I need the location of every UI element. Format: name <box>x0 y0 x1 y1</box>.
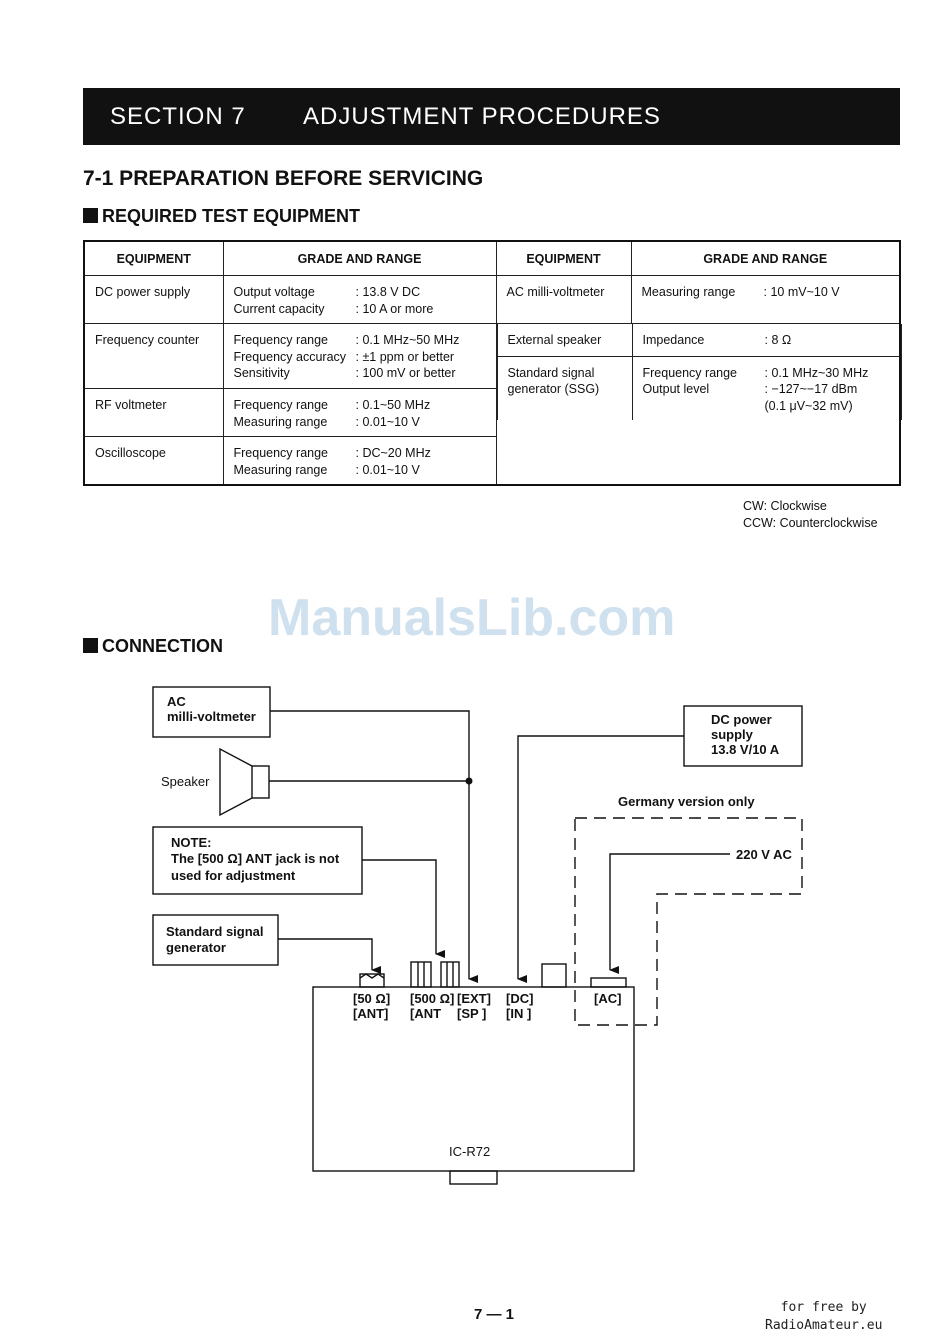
section-header-bar: SECTION 7 ADJUSTMENT PROCEDURES <box>83 88 900 145</box>
legend-ccw: CCW: Counterclockwise <box>743 515 878 530</box>
ac220-label: 220 V AC <box>736 847 792 862</box>
radio-model-label: IC-R72 <box>449 1144 490 1159</box>
radio-foot <box>449 1170 498 1185</box>
jack-ant50-1: [50 Ω] <box>353 991 390 1006</box>
germany-label: Germany version only <box>618 794 755 809</box>
jack-ant500-2: [ANT <box>410 1006 441 1021</box>
equipment-specs: Frequency range: 0.1~50 MHz Measuring ra… <box>233 398 431 429</box>
section-number: SECTION 7 <box>110 103 246 130</box>
ssg-box <box>152 914 279 966</box>
germany-boundary <box>574 817 803 1026</box>
ac-meter-label-2: milli-voltmeter <box>167 709 256 724</box>
equipment-name: External speaker <box>507 333 602 347</box>
dc-supply-label-2: supply <box>711 727 754 742</box>
jack-ant50-2: [ANT] <box>353 1006 388 1021</box>
table-header: GRADE AND RANGE <box>630 240 901 276</box>
subheading-connection: CONNECTION <box>83 636 223 657</box>
jack-extsp-2: [SP ] <box>457 1006 486 1021</box>
credit-text: for free by RadioAmateur.eu <box>765 1300 883 1333</box>
dc-wire <box>517 735 684 983</box>
abbreviation-legend: CW: Clockwise CCW: Counterclockwise <box>743 498 878 531</box>
ssg-label-1: Standard signal <box>166 924 264 939</box>
ant50-jack-top <box>359 973 385 979</box>
section-title: ADJUSTMENT PROCEDURES <box>303 103 661 130</box>
ac-millivoltmeter-box <box>152 686 271 738</box>
speaker-magnet <box>251 765 270 799</box>
note-pointer <box>362 859 445 958</box>
equipment-specs: Impedance: 8 Ω <box>642 333 792 347</box>
ac-jack <box>590 977 627 988</box>
ac-meter-wire <box>270 710 478 983</box>
speaker-cone-icon <box>219 747 253 817</box>
square-bullet-icon <box>83 638 98 653</box>
ac220-wire <box>609 853 730 974</box>
equipment-name: RF voltmeter <box>95 398 167 412</box>
ant500-jack-a <box>410 961 432 988</box>
equipment-name: Frequency counter <box>95 333 200 347</box>
dc-supply-label-3: 13.8 V/10 A <box>711 742 780 757</box>
equipment-specs: Frequency range: 0.1 MHz~30 MHz Output l… <box>642 365 869 413</box>
note-label-3: used for adjustment <box>171 868 296 883</box>
equipment-name: AC milli-voltmeter <box>506 285 605 299</box>
legend-cw: CW: Clockwise <box>743 499 827 513</box>
ssg-label-2: generator <box>166 940 226 955</box>
note-label-1: NOTE: <box>171 835 211 850</box>
equipment-name: DC power supply <box>95 285 191 299</box>
jack-dcin-1: [DC] <box>506 991 533 1006</box>
jack-extsp-1: [EXT] <box>457 991 491 1006</box>
equipment-name: Standard signal generator (SSG) <box>507 365 600 397</box>
table-header: GRADE AND RANGE <box>222 240 497 276</box>
watermark: ManualsLib.com <box>268 589 676 647</box>
equipment-specs: Output voltage: 13.8 V DC Current capaci… <box>233 285 434 316</box>
page-number: 7 — 1 <box>474 1306 515 1323</box>
subheading-equipment: REQUIRED TEST EQUIPMENT <box>83 206 360 227</box>
square-bullet-icon <box>83 208 98 223</box>
ant50-jack <box>359 973 385 988</box>
jack-ac: [AC] <box>594 991 621 1006</box>
equipment-name: Oscilloscope <box>95 446 166 460</box>
jack-ant500-1: [500 Ω] <box>410 991 454 1006</box>
ssg-wire <box>278 938 381 974</box>
dcin-jack <box>541 963 567 988</box>
equipment-specs: Frequency range: 0.1 MHz~50 MHz Frequenc… <box>233 333 460 380</box>
equipment-specs: Frequency range: DC~20 MHz Measuring ran… <box>233 446 431 477</box>
ant500-jack-b <box>440 961 460 988</box>
page-heading: 7-1 PREPARATION BEFORE SERVICING <box>83 167 484 190</box>
note-label-2: The [500 Ω] ANT jack is not <box>171 851 340 866</box>
speaker-label: Speaker <box>161 774 210 789</box>
ac-meter-label-1: AC <box>167 694 186 709</box>
equipment-table: EQUIPMENT GRADE AND RANGE EQUIPMENT GRAD… <box>83 240 902 486</box>
equipment-specs: Measuring range: 10 mV~10 V <box>641 285 840 299</box>
jack-dcin-2: [IN ] <box>506 1006 531 1021</box>
junction-dot <box>465 777 473 785</box>
dc-supply-label-1: DC power <box>711 712 772 727</box>
table-header: EQUIPMENT <box>495 240 632 276</box>
